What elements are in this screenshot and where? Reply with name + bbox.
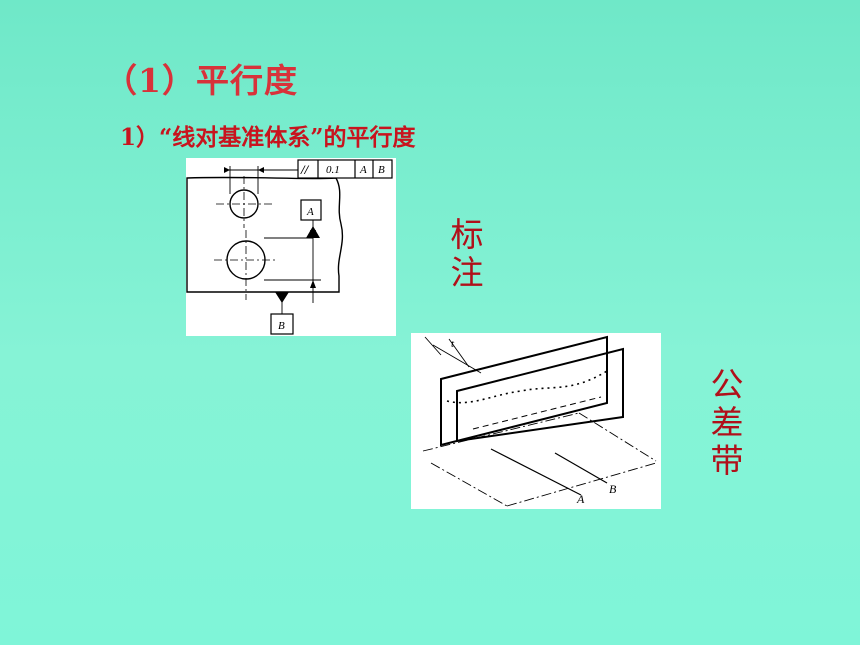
parallelism-symbol: //: [300, 162, 310, 177]
datum-B-label: B: [278, 320, 285, 332]
datum-A-label: A: [306, 206, 314, 218]
datum-B-text: B: [609, 482, 617, 496]
small-hole-circle: [229, 189, 259, 219]
t-dimension-label: t: [451, 338, 455, 350]
annotation-drawing: // 0.1 A B A B: [186, 158, 396, 336]
tolerance-zone-label: 公 差 带: [710, 365, 744, 480]
slide-title: （1）平行度: [104, 61, 298, 100]
datum-ref-1: A: [359, 164, 367, 176]
part-outline: [186, 176, 344, 293]
annotation-label: 标 注: [450, 215, 484, 292]
tolerance-value: 0.1: [326, 164, 340, 176]
slide-subtitle: 1）“线对基准体系”的平行度: [120, 124, 416, 151]
datum-A-text: A: [576, 492, 585, 506]
datum-ref-2: B: [378, 164, 385, 176]
tolerance-zone-drawing: t A B: [411, 333, 661, 509]
